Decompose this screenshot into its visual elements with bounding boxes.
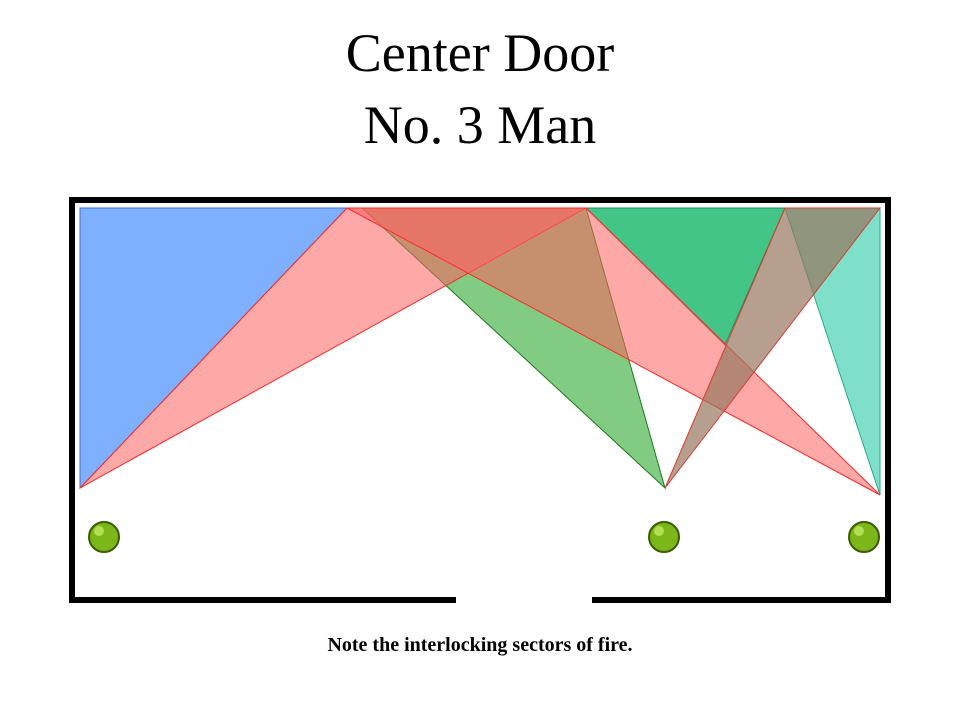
title-line-no-3-man: No. 3 Man: [363, 95, 597, 155]
person-right-marker: [848, 521, 880, 553]
person-left-marker: [88, 521, 120, 553]
person-center-marker: [648, 521, 680, 553]
caption-note: Note the interlocking sectors of fire.: [327, 634, 633, 656]
sector-overlap-dark: [665, 208, 880, 488]
title-line-center-door: Center Door: [345, 23, 615, 83]
sector-red-right-diagonal: [664, 207, 882, 489]
room-wall: [69, 197, 891, 603]
